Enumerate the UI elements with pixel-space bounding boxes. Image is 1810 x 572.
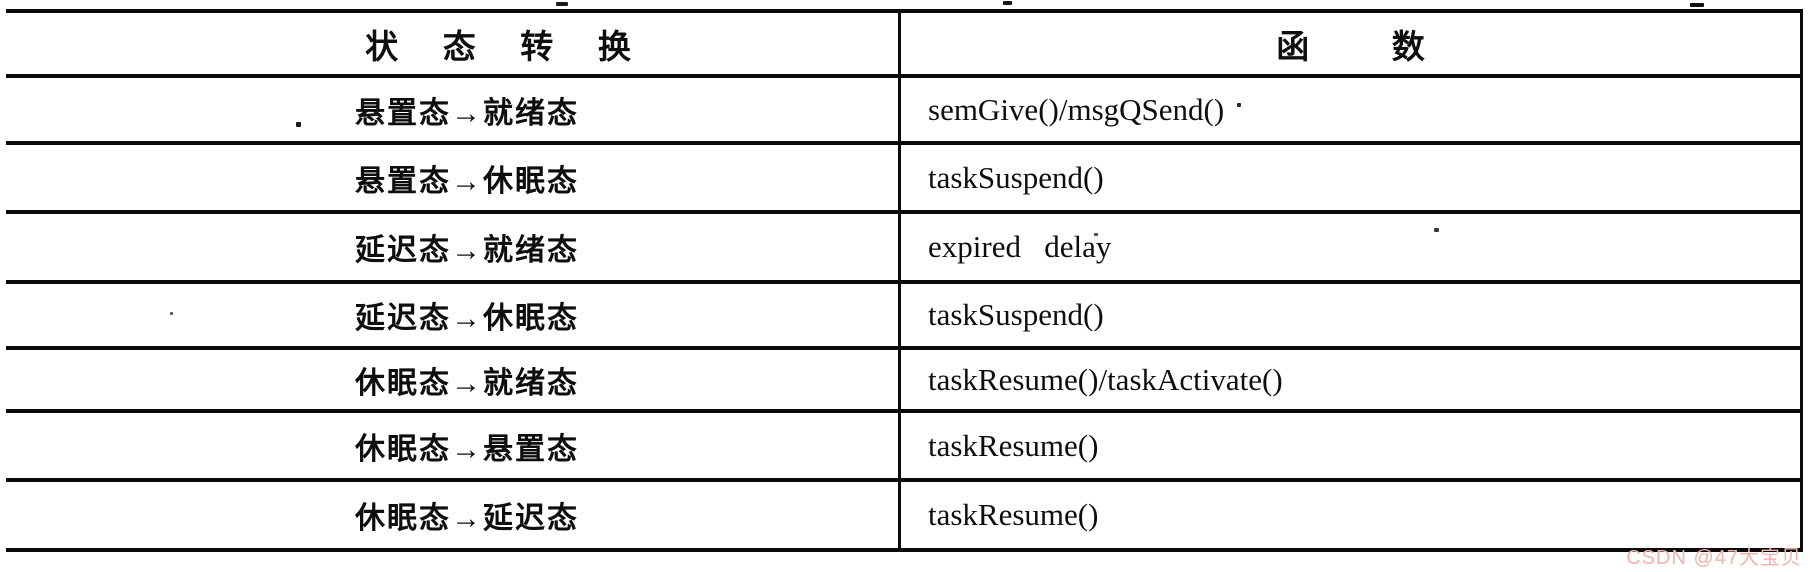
table-row: 休眠态→就绪态 taskResume()/taskActivate() [6, 350, 1800, 413]
scan-speck [1094, 233, 1098, 236]
state-transition-table: 状态转换 函数 悬置态→就绪态 semGive()/msgQSend() 悬置态… [6, 9, 1803, 552]
scan-speck [1690, 3, 1704, 7]
scan-speck [296, 122, 301, 127]
transition-cell: 休眠态→就绪态 [6, 350, 901, 409]
table-row: 休眠态→延迟态 taskResume() [6, 482, 1800, 548]
transition-text: 延迟态→就绪态 [355, 234, 579, 267]
table-header-row: 状态转换 函数 [6, 13, 1800, 78]
transition-text: 休眠态→延迟态 [355, 502, 579, 535]
table-row: 休眠态→悬置态 taskResume() [6, 413, 1800, 482]
transition-text: 悬置态→就绪态 [355, 96, 579, 130]
transition-cell: 延迟态→休眠态 [6, 284, 901, 346]
transition-text: 延迟态→休眠态 [355, 302, 579, 335]
function-cell: semGive()/msgQSend() [901, 78, 1800, 141]
function-text: taskResume()/taskActivate() [928, 361, 1283, 397]
table-row: 延迟态→就绪态 expired delay [6, 214, 1800, 284]
function-text: taskSuspend() [928, 297, 1104, 332]
scan-speck [1237, 103, 1241, 107]
function-text: expired delay [928, 229, 1112, 264]
scan-speck [556, 2, 568, 6]
column-header-label: 状态转换 [365, 29, 676, 66]
function-text: semGive()/msgQSend() [928, 91, 1225, 127]
transition-cell: 悬置态→休眠态 [6, 145, 901, 210]
transition-cell: 休眠态→延迟态 [6, 482, 901, 548]
column-header-label: 函数 [1276, 29, 1508, 66]
function-text: taskResume() [928, 427, 1099, 463]
function-cell: taskResume() [901, 482, 1800, 548]
transition-text: 休眠态→就绪态 [355, 366, 579, 400]
transition-cell: 悬置态→就绪态 [6, 78, 901, 141]
function-cell: taskSuspend() [901, 145, 1800, 210]
table-row: 悬置态→就绪态 semGive()/msgQSend() [6, 78, 1800, 145]
table-row: 延迟态→休眠态 taskSuspend() [6, 284, 1800, 350]
scan-speck [170, 312, 173, 315]
transition-cell: 延迟态→就绪态 [6, 214, 901, 280]
function-cell: taskResume() [901, 413, 1800, 478]
table-row: 悬置态→休眠态 taskSuspend() [6, 145, 1800, 214]
function-text: taskResume() [928, 497, 1099, 532]
transition-text: 休眠态→悬置态 [355, 432, 579, 466]
header-cell-state-transition: 状态转换 [6, 13, 901, 74]
csdn-watermark: CSDN @47大宝贝 [1626, 547, 1802, 569]
scan-speck [1434, 228, 1439, 232]
transition-cell: 休眠态→悬置态 [6, 413, 901, 478]
function-cell: taskSuspend() [901, 284, 1800, 346]
header-cell-function: 函数 [901, 13, 1800, 74]
function-text: taskSuspend() [928, 159, 1104, 195]
function-cell: taskResume()/taskActivate() [901, 350, 1800, 409]
function-cell: expired delay [901, 214, 1800, 280]
scan-speck [1003, 1, 1012, 5]
transition-text: 悬置态→休眠态 [355, 164, 579, 198]
